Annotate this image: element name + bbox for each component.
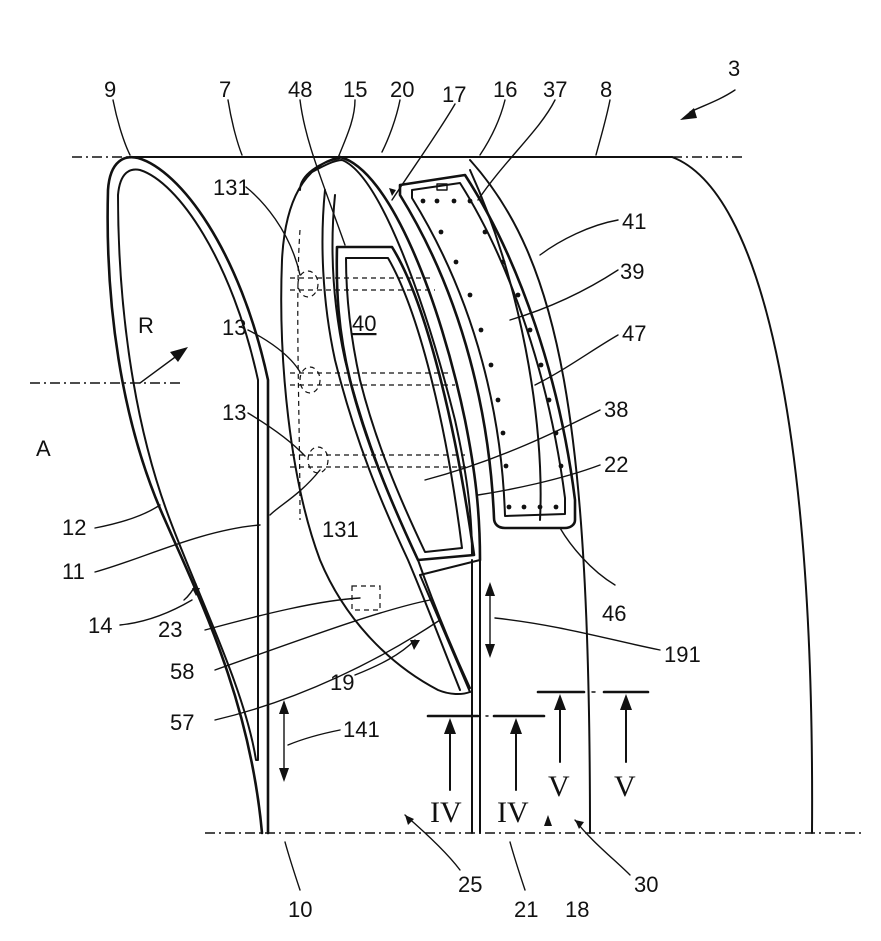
label-48: 48 bbox=[288, 77, 312, 102]
label-19: 19 bbox=[330, 670, 354, 695]
label-9: 9 bbox=[104, 77, 116, 102]
label-40: 40 bbox=[352, 311, 376, 336]
label-25: 25 bbox=[458, 872, 482, 897]
label-46: 46 bbox=[602, 601, 626, 626]
label-r: R bbox=[138, 313, 154, 338]
label-131-top: 131 bbox=[213, 175, 250, 200]
label-58: 58 bbox=[170, 659, 194, 684]
fastener-131-top bbox=[298, 271, 318, 297]
label-39: 39 bbox=[620, 259, 644, 284]
label-22: 22 bbox=[604, 452, 628, 477]
outer-cowl-contour bbox=[672, 157, 812, 833]
fastener-131-mid bbox=[300, 367, 320, 393]
label-15: 15 bbox=[343, 77, 367, 102]
label-141: 141 bbox=[343, 717, 380, 742]
label-30: 30 bbox=[634, 872, 658, 897]
access-panel-37 bbox=[400, 175, 575, 528]
section-iv-1: IV bbox=[430, 796, 462, 829]
section-v-1: V bbox=[548, 770, 570, 803]
label-13-top: 13 bbox=[222, 315, 246, 340]
label-23: 23 bbox=[158, 617, 182, 642]
section-iv-2: IV bbox=[497, 796, 529, 829]
label-7: 7 bbox=[219, 77, 231, 102]
label-10: 10 bbox=[288, 897, 312, 922]
section-marks-iv bbox=[428, 716, 544, 790]
label-47: 47 bbox=[622, 321, 646, 346]
label-37: 37 bbox=[543, 77, 567, 102]
label-18: 18 bbox=[565, 897, 589, 922]
door-frame-right bbox=[340, 157, 480, 560]
label-57: 57 bbox=[170, 710, 194, 735]
rivets bbox=[421, 199, 564, 510]
section-labels: IV IV V V bbox=[430, 770, 636, 829]
section-v-2: V bbox=[614, 770, 636, 803]
figure-number: 3 bbox=[728, 56, 740, 81]
fastener-131-low bbox=[308, 447, 328, 473]
door-30-edge bbox=[470, 160, 590, 833]
label-12: 12 bbox=[62, 515, 86, 540]
label-14: 14 bbox=[88, 613, 112, 638]
label-13-mid: 13 bbox=[222, 400, 246, 425]
label-11: 11 bbox=[62, 559, 85, 584]
label-131-low: 131 bbox=[322, 517, 359, 542]
label-41: 41 bbox=[622, 209, 646, 234]
label-a: A bbox=[36, 436, 51, 461]
label-8: 8 bbox=[600, 77, 612, 102]
label-191: 191 bbox=[664, 642, 701, 667]
label-38: 38 bbox=[604, 397, 628, 422]
label-17: 17 bbox=[442, 82, 466, 107]
section-marks-v bbox=[538, 692, 648, 762]
label-21: 21 bbox=[514, 897, 538, 922]
label-20: 20 bbox=[390, 77, 414, 102]
label-16: 16 bbox=[493, 77, 517, 102]
